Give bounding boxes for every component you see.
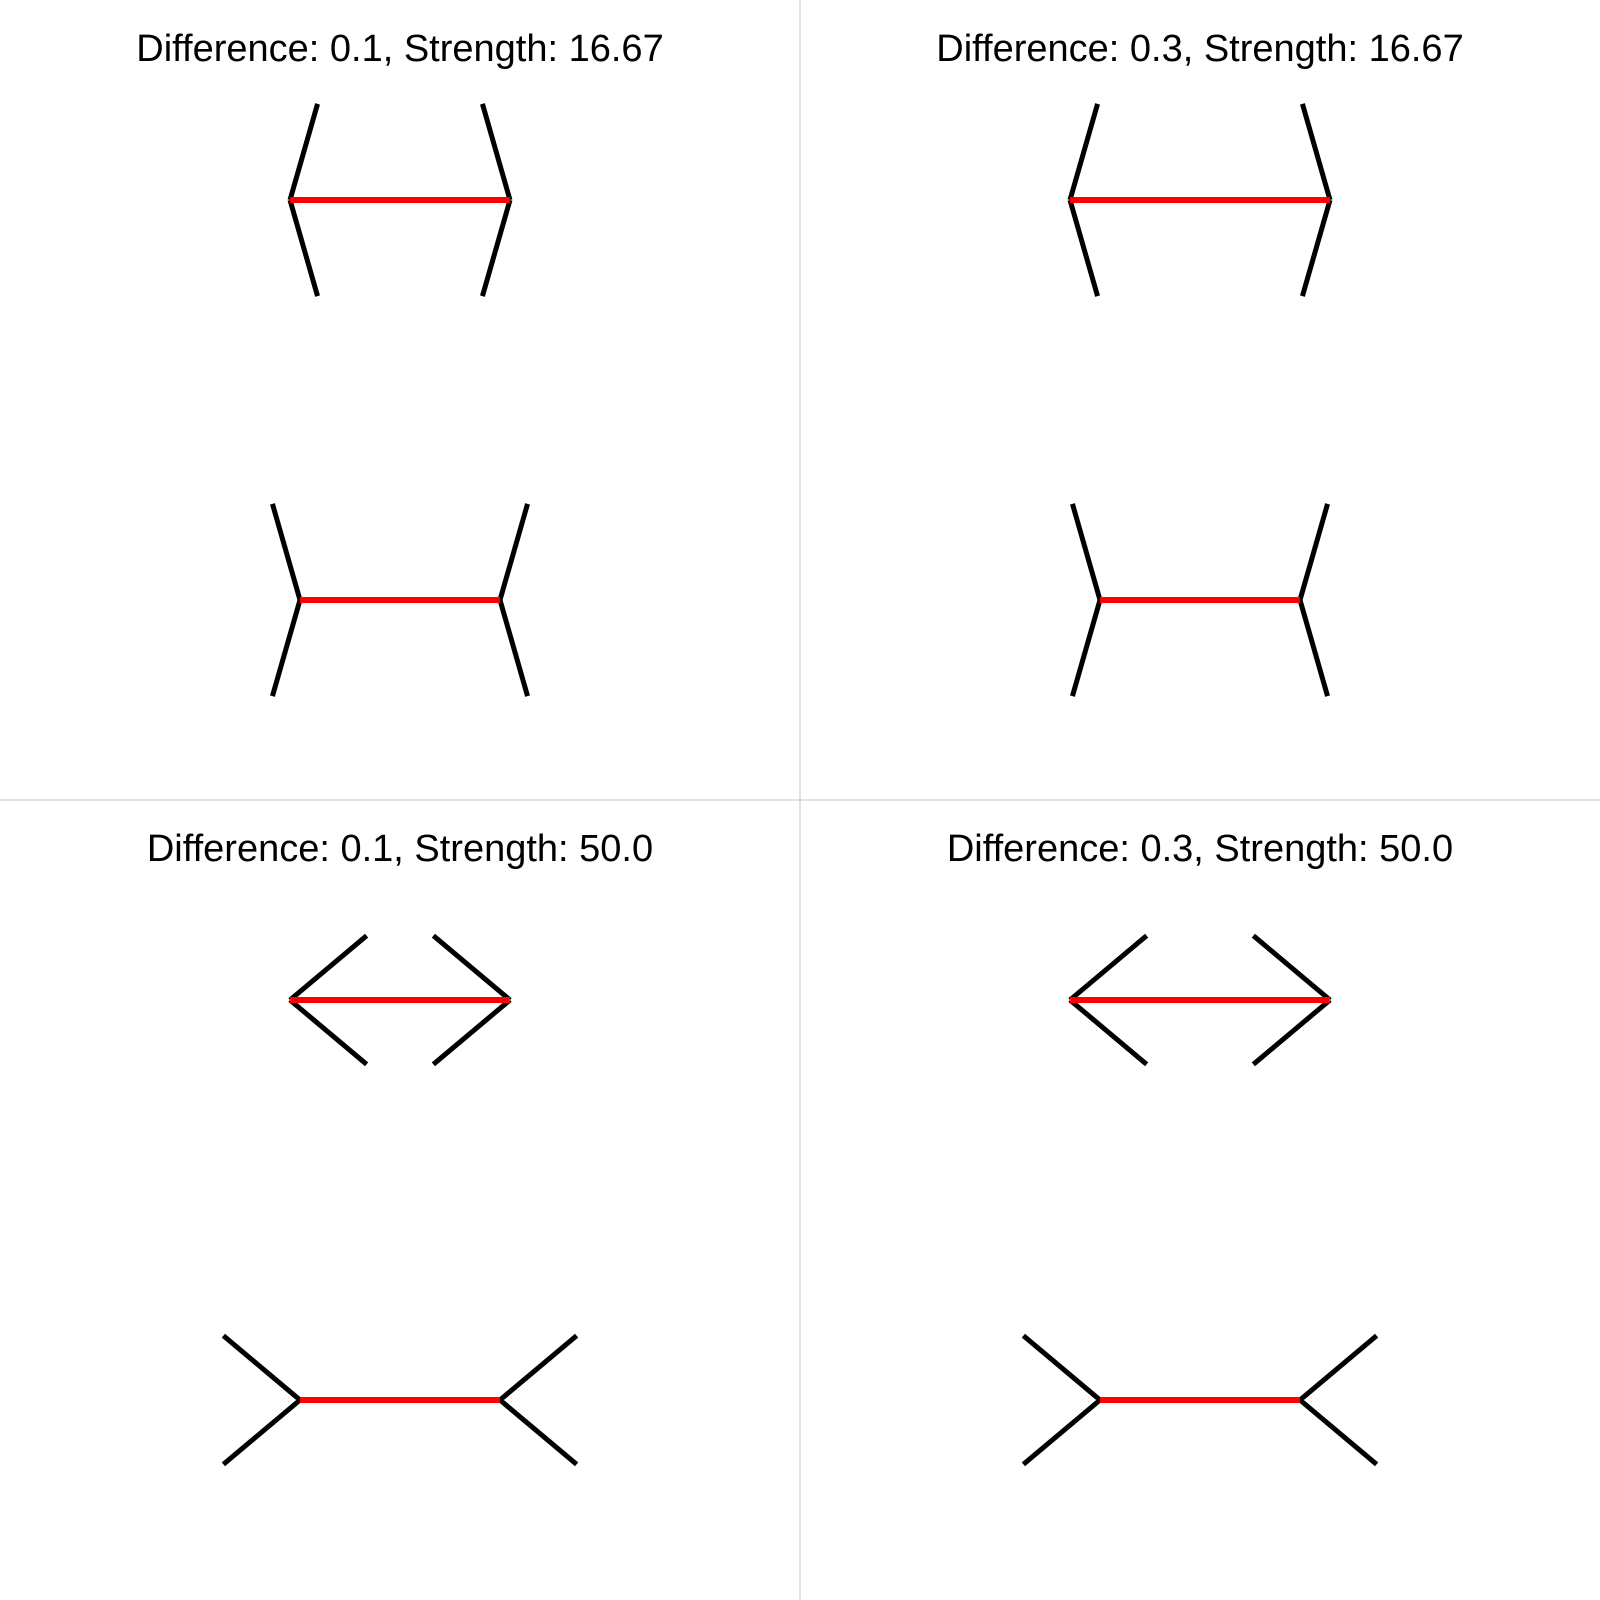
- left-upper-fin: [221, 1333, 302, 1402]
- right-lower-fin: [1298, 1398, 1379, 1467]
- left-lower-fin: [287, 199, 320, 297]
- figures-group: [1067, 103, 1333, 697]
- left-lower-fin: [1068, 998, 1149, 1067]
- right-upper-fin: [497, 503, 530, 601]
- left-lower-fin: [1067, 199, 1100, 297]
- right-upper-fin: [1297, 503, 1330, 601]
- right-lower-fin: [1251, 998, 1332, 1067]
- right-lower-fin: [480, 199, 513, 297]
- left-upper-fin: [1067, 103, 1100, 201]
- arrow-figure-inward: [221, 1333, 579, 1467]
- right-upper-fin: [1300, 103, 1333, 201]
- right-upper-fin: [480, 103, 513, 201]
- right-lower-fin: [431, 998, 512, 1067]
- arrow-figure-outward: [1067, 103, 1333, 297]
- panel-title: Difference: 0.3, Strength: 50.0: [947, 828, 1453, 870]
- figures-group: [221, 933, 579, 1467]
- left-upper-fin: [1070, 503, 1103, 601]
- left-lower-fin: [288, 998, 369, 1067]
- left-lower-fin: [270, 599, 303, 697]
- arrow-figure-inward: [1021, 1333, 1379, 1467]
- panel-top-left: Difference: 0.1, Strength: 16.67: [136, 28, 664, 697]
- panel-bottom-left: Difference: 0.1, Strength: 50.0: [147, 828, 653, 1467]
- left-upper-fin: [1021, 1333, 1102, 1402]
- left-upper-fin: [1068, 933, 1149, 1002]
- panel-top-right: Difference: 0.3, Strength: 16.67: [936, 28, 1464, 697]
- arrow-figure-outward: [287, 103, 513, 297]
- figures-group: [270, 103, 530, 697]
- arrow-figure-inward: [270, 503, 530, 697]
- panel-title: Difference: 0.3, Strength: 16.67: [936, 28, 1463, 70]
- left-lower-fin: [1021, 1398, 1102, 1467]
- right-upper-fin: [1251, 933, 1332, 1002]
- arrow-figure-outward: [1068, 933, 1332, 1067]
- arrow-figure-inward: [1070, 503, 1330, 697]
- right-lower-fin: [1300, 199, 1333, 297]
- left-upper-fin: [287, 103, 320, 201]
- right-upper-fin: [1298, 1333, 1379, 1402]
- panel-title: Difference: 0.1, Strength: 50.0: [147, 828, 653, 870]
- panel-bottom-right: Difference: 0.3, Strength: 50.0: [947, 828, 1453, 1467]
- left-upper-fin: [270, 503, 303, 601]
- arrow-figure-outward: [288, 933, 512, 1067]
- right-lower-fin: [497, 599, 530, 697]
- right-lower-fin: [498, 1398, 579, 1467]
- left-upper-fin: [288, 933, 369, 1002]
- panel-title: Difference: 0.1, Strength: 16.67: [136, 28, 663, 70]
- left-lower-fin: [221, 1398, 302, 1467]
- figures-group: [1021, 933, 1379, 1467]
- left-lower-fin: [1070, 599, 1103, 697]
- right-lower-fin: [1297, 599, 1330, 697]
- right-upper-fin: [431, 933, 512, 1002]
- right-upper-fin: [498, 1333, 579, 1402]
